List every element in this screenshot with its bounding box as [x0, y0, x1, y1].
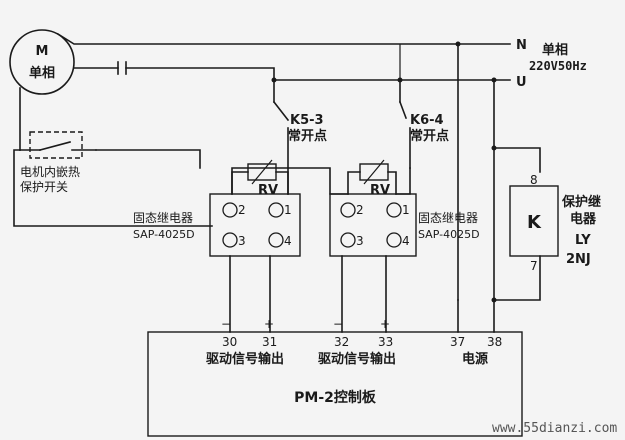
board-label-power: 电源: [462, 351, 488, 367]
contact-k6-blade: [398, 100, 408, 120]
ssr-1-terminal-4: [268, 232, 284, 248]
plus-31: +: [264, 317, 274, 331]
ssr-1-rv-left: [231, 171, 249, 195]
ssr-1-terminal-3: [222, 232, 238, 248]
relay-label-1: 保护继: [561, 194, 601, 210]
ssr-2-rv-left: [347, 171, 361, 195]
contact-k5-blade: [272, 100, 290, 122]
thermal-label-2: 保护开关: [20, 180, 68, 194]
ssr-2-terminal-3: [340, 232, 356, 248]
ssr-1-varistor-slash: [251, 159, 273, 185]
ssr-2-terminal-1: [386, 202, 402, 218]
thermal-switch-box: [29, 131, 83, 159]
ssr-2-rv-right: [387, 171, 397, 195]
label-n: N: [516, 38, 527, 53]
supply-label-2: 220V50Hz: [529, 59, 587, 73]
ssr-2-t1-label: 1: [402, 203, 410, 217]
minus-30: −: [221, 317, 231, 331]
terminal-37: 37: [450, 335, 465, 349]
contact-k6-id: K6-4: [410, 113, 444, 128]
contact-k5-desc: 常开点: [288, 128, 327, 144]
ssr-1-model: SAP-4025D: [133, 228, 195, 241]
relay-label-3: LY: [575, 233, 591, 248]
wire-left-bus: [13, 149, 213, 227]
board-label-drive-1: 驱动信号输出: [206, 351, 284, 367]
label-u: U: [516, 75, 527, 90]
junction-dot: [491, 297, 497, 303]
relay-symbol: K: [527, 212, 542, 233]
ssr-2-name: 固态继电器: [418, 211, 478, 225]
terminal-31: 31: [262, 335, 277, 349]
relay-pin-8: 8: [530, 173, 538, 187]
junction-dot: [491, 145, 497, 151]
wire-cap-right: [125, 67, 275, 81]
wire-k6-to-ssr2: [395, 167, 411, 195]
plus-33: +: [380, 317, 390, 331]
contact-k6-desc: 常开点: [410, 128, 449, 144]
relay-label-4: 2NJ: [566, 252, 591, 267]
relay-label-2: 电器: [570, 211, 597, 227]
wire-n: [56, 32, 511, 45]
ssr-1-t4-label: 4: [284, 234, 292, 248]
thermal-switch-blade: [39, 141, 71, 151]
wire-relay-return: [493, 255, 541, 301]
motor-letter: M: [36, 44, 49, 59]
control-board: [147, 331, 523, 437]
ssr-2-t2-label: 2: [356, 203, 364, 217]
ssr-1-name: 固态继电器: [133, 211, 193, 225]
junction-dot: [397, 77, 403, 83]
supply-label-1: 单相: [542, 42, 568, 58]
ssr-2-t4-label: 4: [402, 234, 410, 248]
board-title: PM-2控制板: [294, 389, 377, 406]
thermal-label-1: 电机内嵌热: [20, 165, 80, 179]
junction-dot: [491, 77, 497, 83]
wire-ssr1-to-ssr2: [231, 167, 349, 195]
minus-32: −: [333, 317, 343, 331]
ssr-1-t2-label: 2: [238, 203, 246, 217]
junction-dot: [455, 41, 461, 47]
ssr-1-terminal-2: [222, 202, 238, 218]
terminal-33: 33: [378, 335, 393, 349]
terminal-38: 38: [487, 335, 502, 349]
wire-thermal-to-ssr: [95, 149, 201, 169]
ssr-1-body: [209, 193, 301, 257]
ssr-2-rv-label: RV: [370, 183, 390, 198]
contact-k5-id: K5-3: [290, 113, 324, 128]
ssr-2-t3-label: 3: [356, 234, 364, 248]
ssr-1-t3-label: 3: [238, 234, 246, 248]
motor-symbol: [9, 29, 75, 95]
ssr-2-terminal-2: [340, 202, 356, 218]
junction-dot: [271, 77, 277, 83]
motor-label: 单相: [29, 65, 55, 81]
ssr-2-varistor-slash: [363, 159, 385, 185]
board-label-drive-2: 驱动信号输出: [318, 351, 396, 367]
ssr-1-rv-label: RV: [258, 183, 278, 198]
ssr-1-terminal-1: [268, 202, 284, 218]
terminal-32: 32: [334, 335, 349, 349]
ssr-2-body: [329, 193, 417, 257]
wire-u-to-relay: [493, 79, 541, 173]
terminal-30: 30: [222, 335, 237, 349]
ssr-1-t1-label: 1: [284, 203, 292, 217]
ssr-2-terminal-4: [386, 232, 402, 248]
relay-body: [509, 185, 559, 257]
watermark: www.55dianzi.com: [492, 421, 617, 436]
relay-pin-7: 7: [530, 259, 538, 273]
ssr-2-model: SAP-4025D: [418, 228, 480, 241]
